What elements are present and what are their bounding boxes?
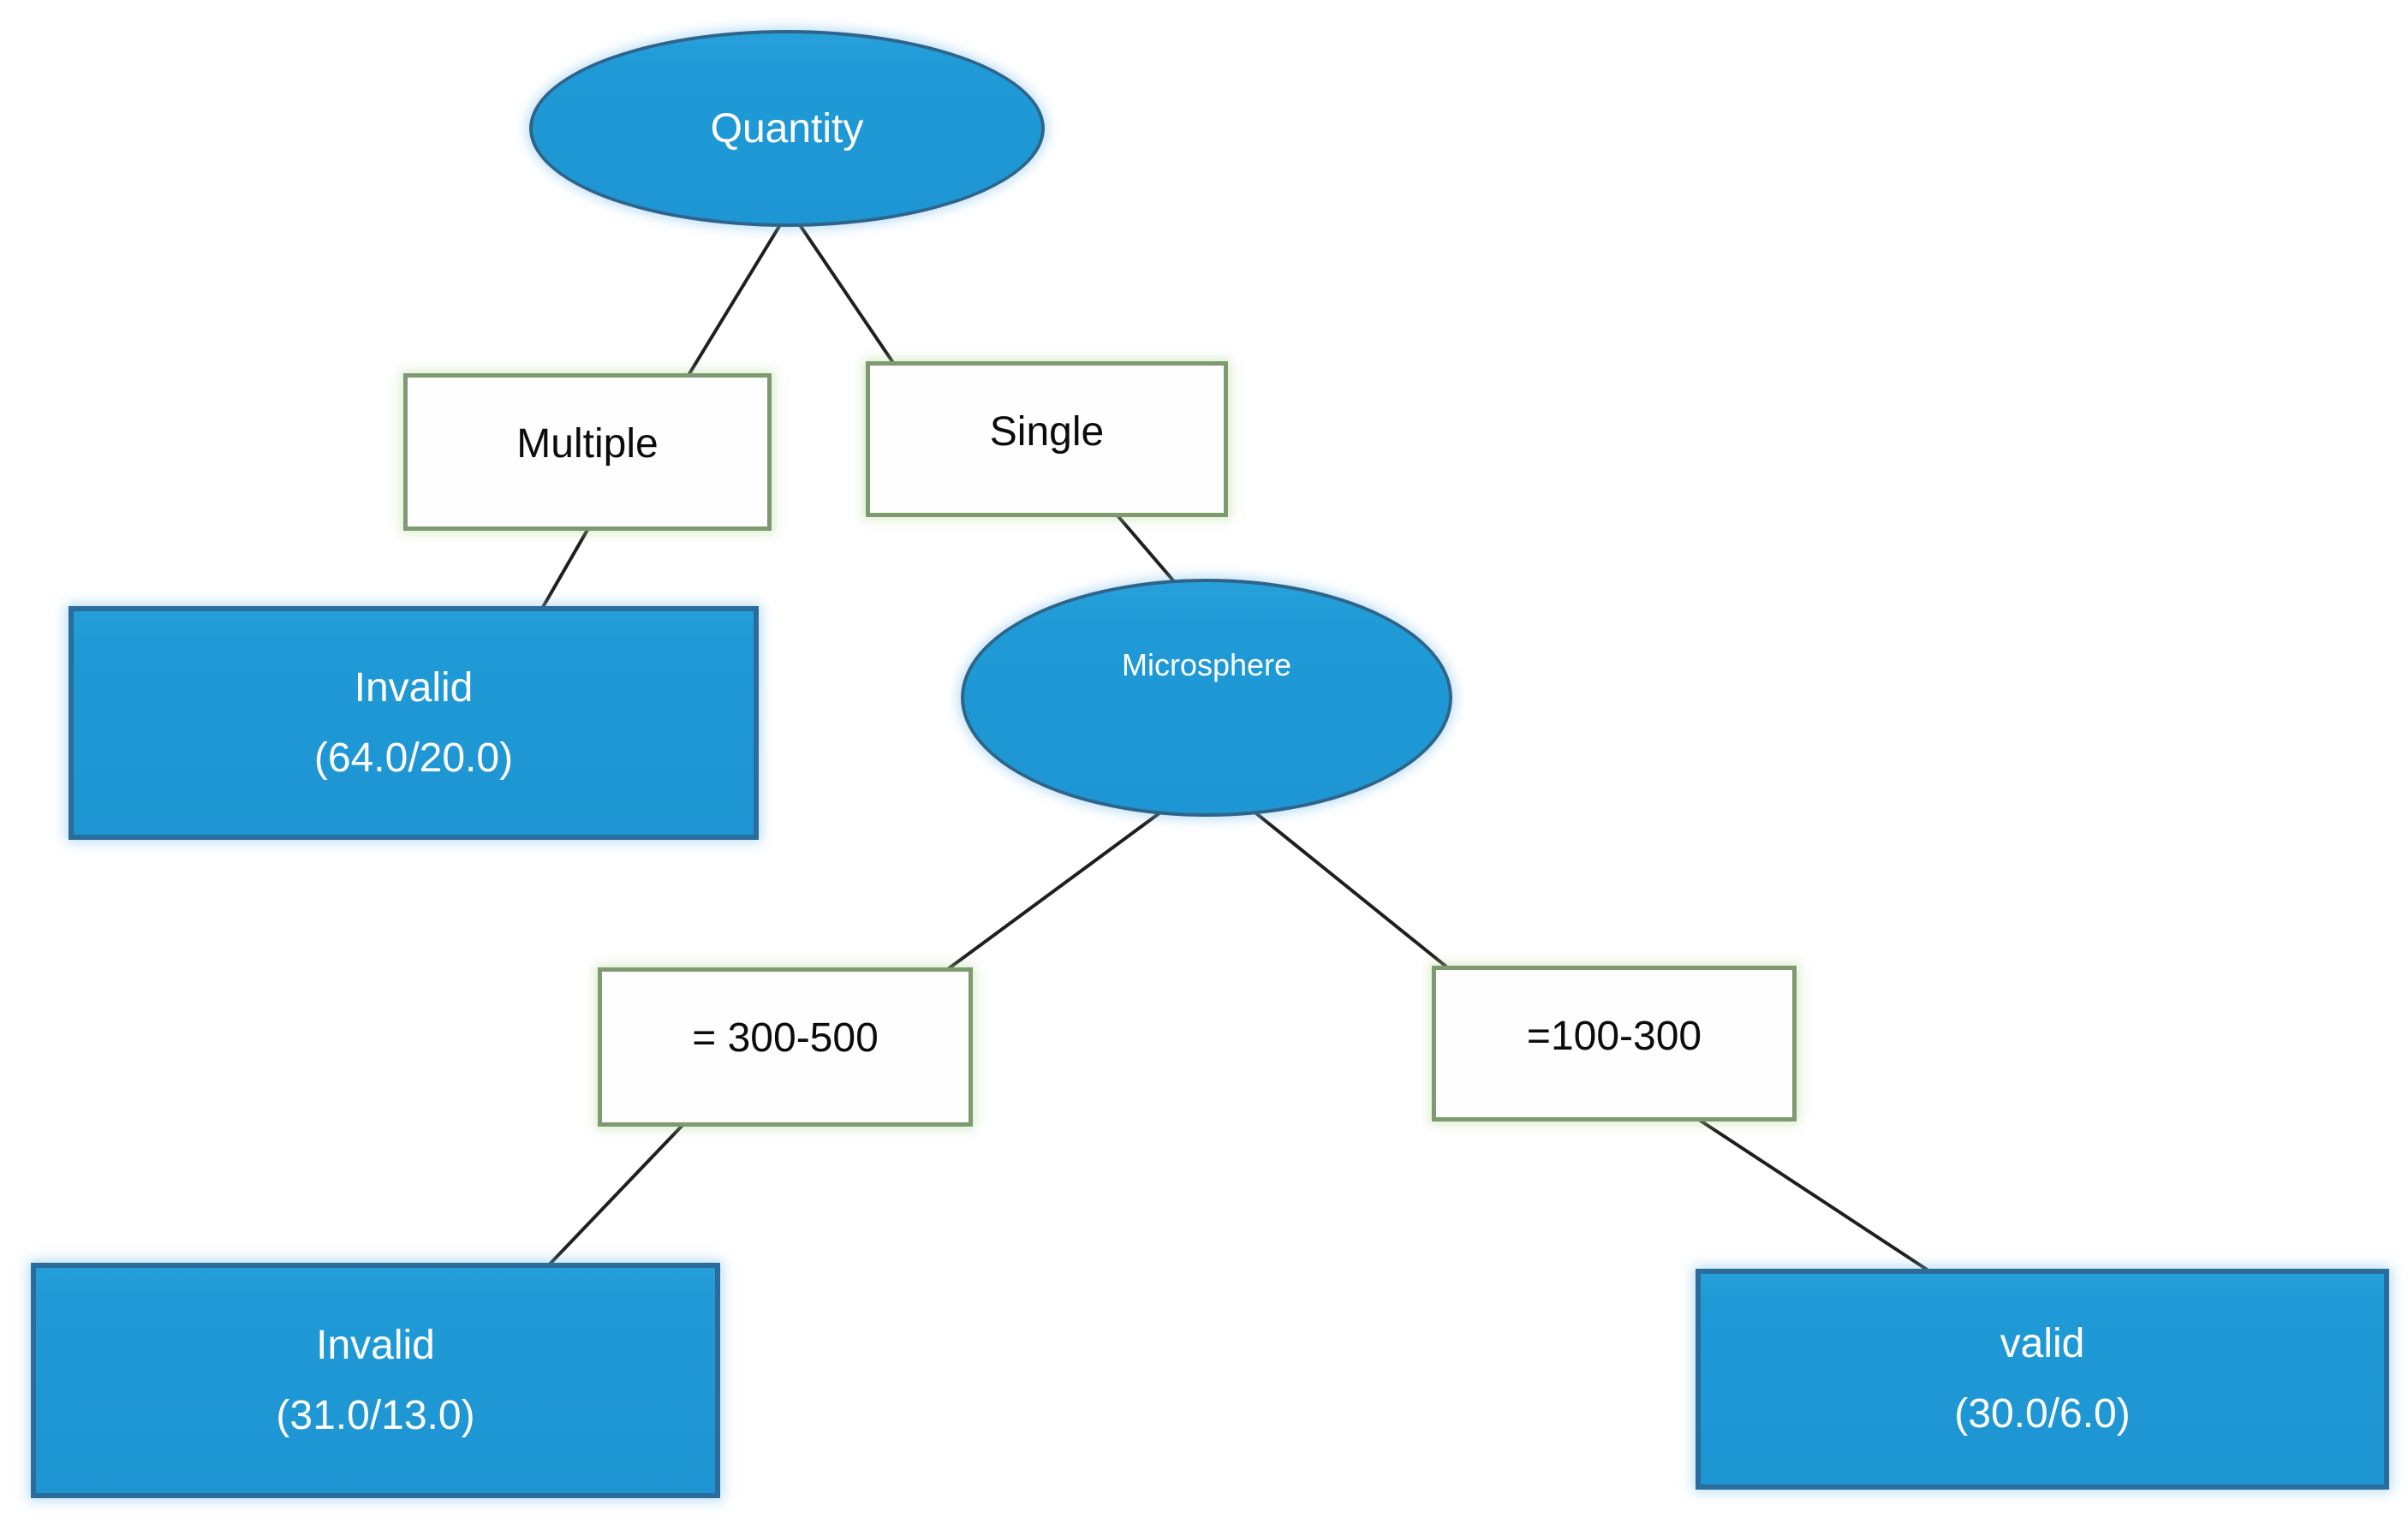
edge-300-500-invalid [540,1116,691,1274]
leaf-invalid-multiple-label: Invalid [354,664,474,711]
root-node-quantity: Quantity [529,30,1045,227]
edge-microsphere-300-500 [937,801,1175,978]
node-microsphere-label: Microsphere [1121,647,1292,682]
branch-box-100-300: =100-300 [1432,966,1797,1122]
edge-100-300-valid [1690,1113,1940,1279]
branch-box-multiple: Multiple [403,373,772,531]
branch-300-500-label: = 300-500 [692,1015,879,1061]
leaf-box-invalid-300-500: Invalid (31.0/13.0) [31,1263,720,1498]
branch-box-300-500: = 300-500 [598,967,973,1127]
leaf-invalid-300-500-count: (31.0/13.0) [276,1392,475,1438]
leaf-invalid-300-500-label: Invalid [316,1322,435,1368]
root-node-quantity-label: Quantity [710,105,864,152]
branch-multiple-label: Multiple [516,421,659,467]
edge-microsphere-100-300 [1242,801,1457,976]
edge-quantity-multiple [682,211,790,385]
edge-quantity-single [790,211,901,373]
edge-multiple-invalid [538,522,593,615]
leaf-invalid-multiple-count: (64.0/20.0) [313,735,514,781]
branch-single-label: Single [989,409,1105,455]
leaf-box-valid-100-300: valid (30.0/6.0) [1696,1269,2389,1490]
branch-box-single: Single [866,361,1228,517]
leaf-valid-100-300-count: (30.0/6.0) [1954,1391,2131,1437]
node-microsphere: Microsphere [961,579,1452,817]
edge-single-microsphere [1110,507,1185,594]
leaf-valid-100-300-label: valid [2000,1321,2085,1367]
branch-100-300-label: =100-300 [1526,1014,1702,1059]
leaf-box-invalid-multiple: Invalid (64.0/20.0) [69,606,759,840]
